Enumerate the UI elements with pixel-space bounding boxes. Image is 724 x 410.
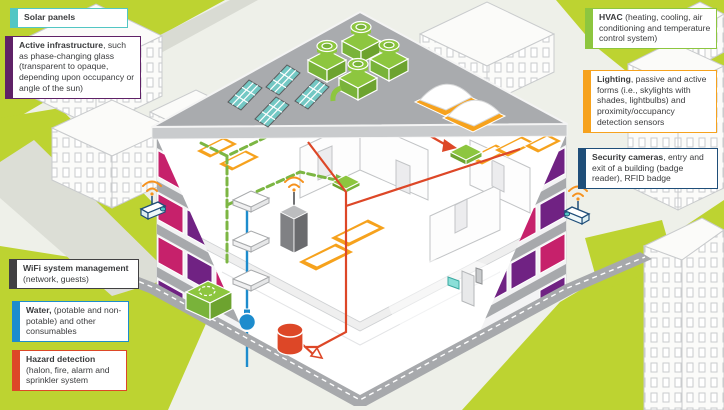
roof-skylight-domes	[413, 83, 507, 133]
hvac-unit	[306, 39, 348, 83]
callout-accent-bar	[6, 37, 13, 98]
solar-panel	[294, 78, 330, 110]
callout-security-cameras: Security cameras, entry and exit of a bu…	[578, 148, 718, 190]
solar-panel	[227, 79, 263, 111]
ground-generator-unit	[184, 280, 234, 321]
callout-lead: WiFi system management	[23, 263, 129, 273]
callout-lead: Water,	[26, 305, 52, 315]
callout-accent-bar	[13, 302, 20, 342]
hvac-unit	[330, 57, 379, 102]
callout-lead: Hazard detection	[26, 354, 96, 364]
wifi-signal-icon	[142, 180, 162, 192]
callout-lead: Lighting	[597, 74, 631, 84]
callout-lighting: Lighting, passive and active forms (i.e.…	[583, 70, 717, 133]
interior-skylight-frames	[195, 133, 563, 272]
callout-hvac: HVAC (heating, cooling, air conditioning…	[585, 8, 717, 50]
main-building	[92, 11, 652, 406]
callout-text: (heating, cooling, air conditioning and …	[599, 12, 711, 44]
callout-lead: Solar panels	[24, 12, 76, 22]
callout-lead: Security cameras	[592, 152, 664, 162]
callout-active-infrastructure: Active infrastructure, such as phase-cha…	[5, 36, 141, 99]
solar-panel	[254, 96, 290, 128]
street	[0, 140, 158, 296]
callout-accent-bar	[10, 260, 17, 289]
callout-lead: Active infrastructure	[19, 40, 104, 50]
callout-accent-bar	[586, 9, 593, 49]
security-camera-left	[139, 180, 167, 221]
hvac-unit	[340, 20, 382, 64]
callout-text: , passive and active forms (i.e., skylig…	[597, 74, 707, 127]
skylight-dome	[413, 83, 479, 117]
callout-hazard-detection: Hazard detection (halon, fire, alarm and…	[12, 350, 127, 392]
wifi-signal-icon	[284, 176, 304, 188]
callout-text: (network, guests)	[23, 273, 89, 284]
skylight-dome	[441, 99, 507, 133]
callout-lead: HVAC	[599, 12, 623, 22]
callout-wifi-management: WiFi system management (network, guests)	[9, 259, 139, 290]
callout-accent-bar	[13, 351, 20, 391]
water-system	[231, 190, 271, 367]
callout-text: , entry and exit of a building (badge re…	[592, 152, 704, 184]
callout-accent-bar	[11, 9, 18, 27]
badge-screen	[447, 276, 460, 290]
hazard-tank	[276, 322, 304, 356]
callout-accent-bar	[584, 71, 591, 132]
callout-text: (potable and non-potable) and other cons…	[26, 305, 122, 337]
solar-panel-array	[227, 64, 330, 128]
water-fixtures	[231, 190, 271, 292]
badge-reader	[475, 267, 483, 285]
callout-solar-panels: Solar panels	[10, 8, 128, 28]
callout-water: Water, (potable and non-potable) and oth…	[12, 301, 129, 343]
sidewalk	[92, 252, 652, 406]
callout-text: , such as phase-changing glass (transpar…	[19, 40, 135, 93]
solar-panel	[265, 64, 301, 96]
wifi-server-rack	[279, 176, 309, 254]
hvac-unit	[368, 38, 410, 82]
hvac-rooftop-units	[306, 20, 410, 102]
spotlight	[388, 258, 516, 342]
callout-text: (halon, fire, alarm and sprinkler system	[26, 364, 110, 386]
entrance-badge-reader	[447, 267, 483, 307]
doors	[317, 145, 505, 234]
callout-accent-bar	[579, 149, 586, 189]
